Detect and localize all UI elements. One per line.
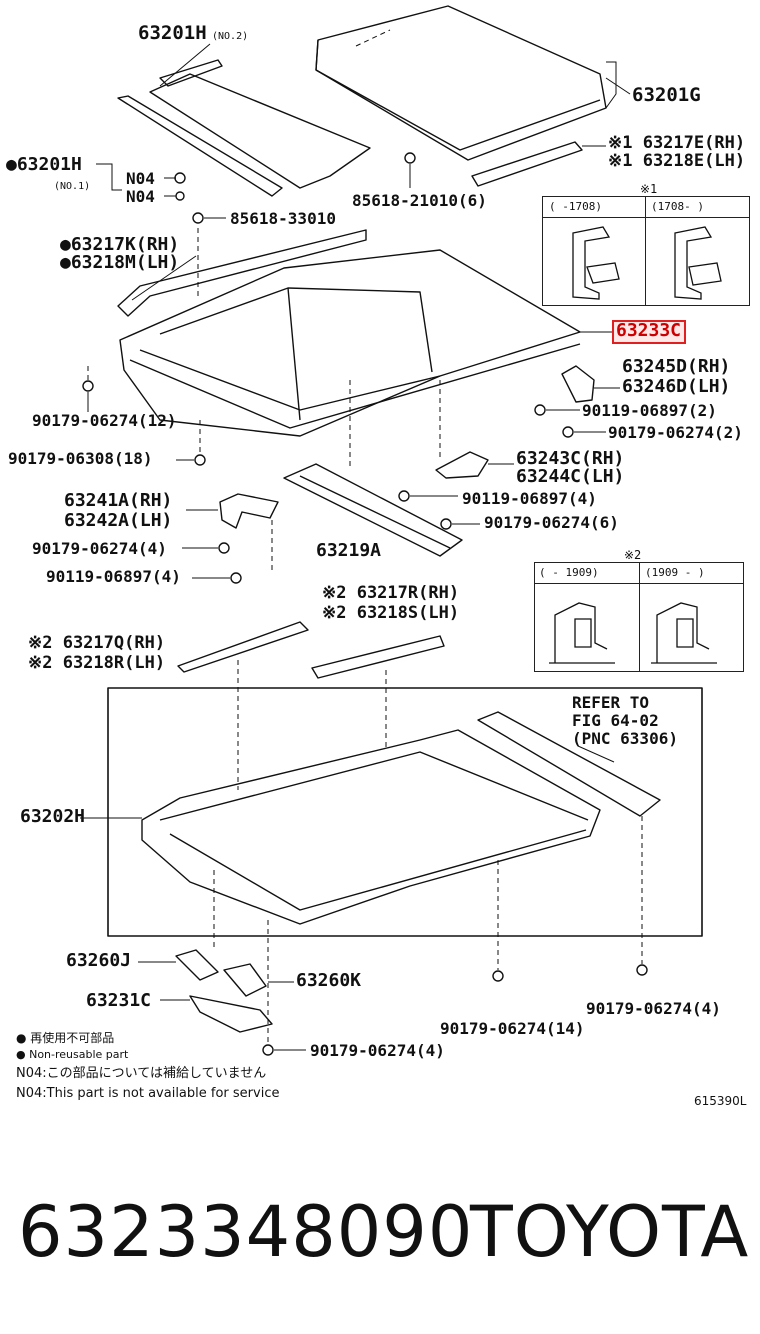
callout-63219A: 63219A <box>316 540 382 561</box>
inset-2-header: ( - 1909) (1909 - ) <box>535 563 743 584</box>
callout-85618-21010: 85618-21010(6) <box>352 191 487 210</box>
callout-63201H-no2: 63201H <box>138 22 207 44</box>
figure-id: 615390L <box>694 1094 747 1108</box>
callout-63201H-no1: ●63201H <box>6 154 82 175</box>
callout-63241A: 63241A(RH) <box>64 490 173 511</box>
inset-1-col2: (1708- ) <box>651 200 704 213</box>
strip-63217E <box>471 141 583 187</box>
callout-63217R: ※2 63217R(RH) <box>322 583 460 603</box>
inset-1-mark: ※1 <box>640 182 658 196</box>
callout-90179-06274-14: 90179-06274(14) <box>440 1019 585 1038</box>
callout-63201H-no1-suffix: (NO.1) <box>54 181 91 192</box>
note-nonreusable-jp: ● 再使用不可部品 <box>16 1031 115 1045</box>
refer-line-3: (PNC 63306) <box>572 729 678 748</box>
callout-90179-06274-12: 90179-06274(12) <box>32 411 177 430</box>
callout-63201H-no2-suffix: (NO.2) <box>212 31 249 42</box>
callout-63202H: 63202H <box>20 806 86 827</box>
rail-63219A <box>283 463 463 557</box>
callout-85618-33010: 85618-33010 <box>230 209 336 228</box>
strip-63217K <box>117 229 367 317</box>
refer-line-2: FIG 64-02 <box>572 711 659 730</box>
panel-63201H-no2 <box>149 73 371 189</box>
inset-2-section-drawing <box>549 602 717 664</box>
callout-63233C-highlighted[interactable]: 63233C <box>612 320 686 344</box>
glass-panel-63201G <box>315 5 607 161</box>
inset-1-section-drawing <box>572 226 722 300</box>
inset-2-divider <box>639 563 640 671</box>
callout-63201G: 63201G <box>632 84 701 106</box>
callout-90179-06274-4b: 90179-06274(4) <box>310 1041 445 1060</box>
callout-63260J: 63260J <box>66 950 132 971</box>
inset-2-mark: ※2 <box>624 548 642 562</box>
frame-63202H <box>141 729 601 925</box>
callout-90119-06897-4b: 90119-06897(4) <box>46 567 181 586</box>
callout-63244C: 63244C(LH) <box>516 466 625 487</box>
callout-90179-06274-2: 90179-06274(2) <box>608 423 743 442</box>
note-n04-jp: N04:この部品については補給していません <box>16 1066 267 1081</box>
callout-63246D: 63246D(LH) <box>622 376 731 397</box>
callout-90119-06897-2: 90119-06897(2) <box>582 401 717 420</box>
footer-part-number: 6323348090 <box>18 1191 474 1273</box>
callout-63245D: 63245D(RH) <box>622 356 731 377</box>
note-nonreusable-en: ● Non-reusable part <box>16 1048 129 1061</box>
callout-N04-b: N04 <box>126 187 155 206</box>
callout-90179-06274-6: 90179-06274(6) <box>484 513 619 532</box>
inset-detail-2: ( - 1909) (1909 - ) <box>534 562 744 672</box>
note-n04-en: N04:This part is not available for servi… <box>16 1086 280 1101</box>
callout-63218S: ※2 63218S(LH) <box>322 603 460 623</box>
inset-1-header: ( -1708) (1708- ) <box>543 197 749 218</box>
inset-1-divider <box>645 197 646 305</box>
callout-63242A: 63242A(LH) <box>64 510 173 531</box>
inset-1-col1: ( -1708) <box>549 200 602 213</box>
parts-diagram <box>80 5 703 1056</box>
callout-63217K: ●63217K(RH) <box>60 234 180 255</box>
inset-2-col2: (1909 - ) <box>645 566 705 579</box>
refer-line-1: REFER TO <box>572 693 650 712</box>
callout-63231C: 63231C <box>86 990 152 1011</box>
inset-2-col1: ( - 1909) <box>539 566 599 579</box>
callout-63218M: ●63218M(LH) <box>60 252 180 273</box>
callout-63260K: 63260K <box>296 970 362 991</box>
callout-63218E: ※1 63218E(LH) <box>608 151 746 171</box>
callout-90179-06308-18: 90179-06308(18) <box>8 449 153 468</box>
callout-63218R: ※2 63218R(LH) <box>28 653 166 673</box>
callout-63243C: 63243C(RH) <box>516 448 625 469</box>
callout-90119-06897-4a: 90119-06897(4) <box>462 489 597 508</box>
callout-63217E: ※1 63217E(RH) <box>608 133 746 153</box>
footer-brand: TOYOTA <box>470 1191 750 1273</box>
inset-detail-1: ( -1708) (1708- ) <box>542 196 750 306</box>
callout-90179-06274-4c: 90179-06274(4) <box>586 999 721 1018</box>
callout-90179-06274-4a: 90179-06274(4) <box>32 539 167 558</box>
callout-63217Q: ※2 63217Q(RH) <box>28 633 166 653</box>
callout-N04-a: N04 <box>126 169 155 188</box>
